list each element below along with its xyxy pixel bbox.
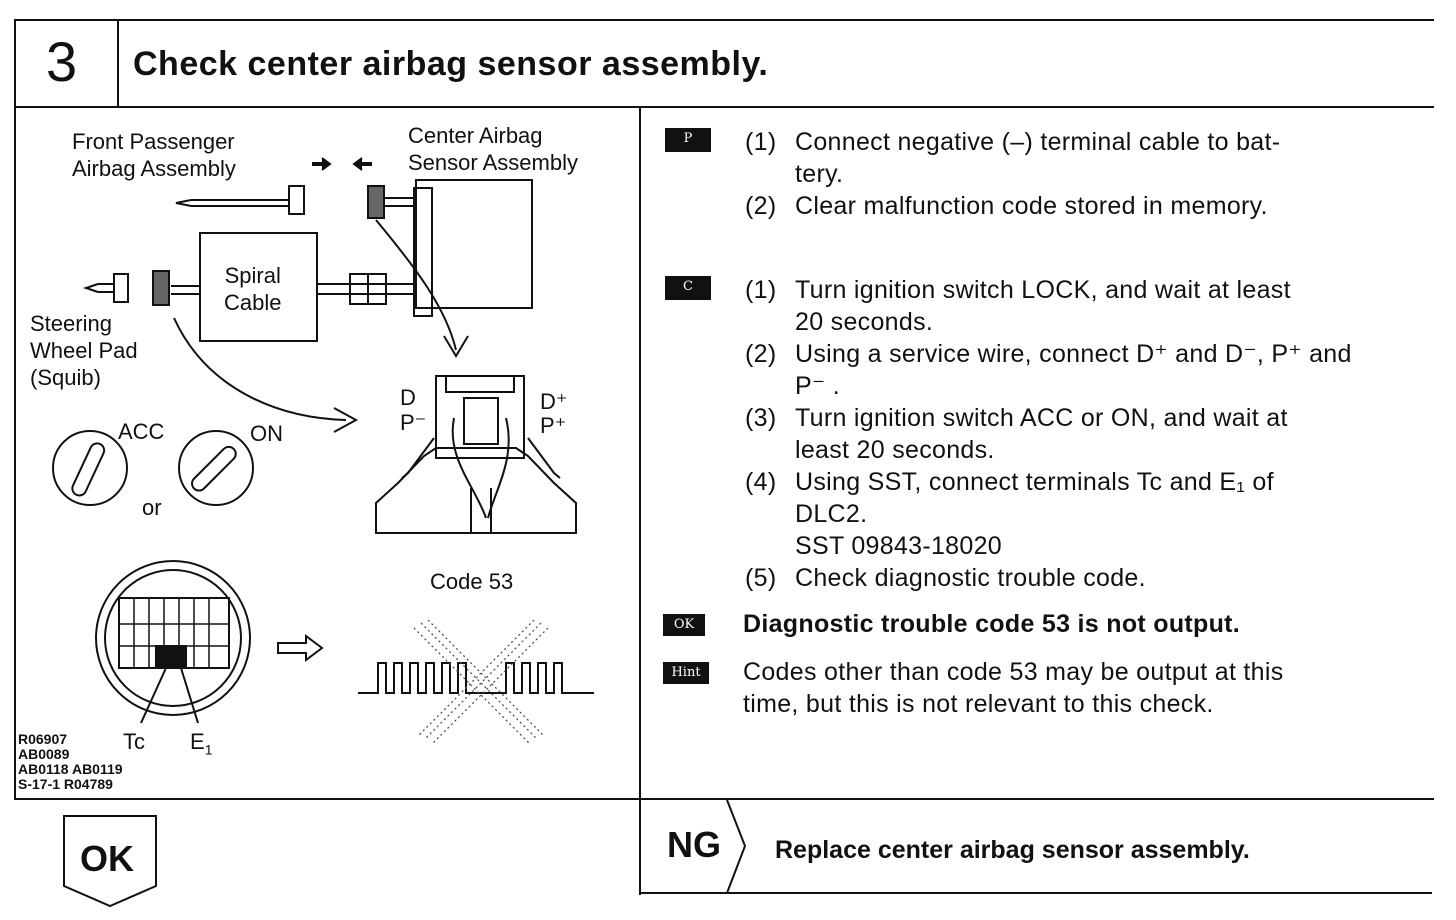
e1-label: E1 — [190, 729, 213, 758]
sensor-connector — [367, 185, 385, 219]
body-bottom-rule — [14, 798, 1434, 800]
spiral-cable-label: Spiral Cable — [224, 263, 282, 315]
tc-label: Tc — [123, 729, 145, 754]
d-label: D — [400, 385, 416, 410]
check-badge: C — [665, 276, 711, 300]
d-plus-label: D⁺ — [540, 389, 568, 414]
hint-badge: Hint — [663, 662, 709, 684]
check-steps: (1)Turn ignition switch LOCK, and wait a… — [745, 276, 1352, 592]
step-divider — [117, 19, 119, 108]
step-number: 3 — [46, 30, 78, 93]
center-sensor-label: Center Airbag Sensor Assembly — [408, 123, 578, 175]
ok-badge: OK — [663, 614, 705, 636]
top-rule — [14, 19, 1434, 21]
ok-result-label: OK — [80, 838, 134, 879]
acc-label: ACC — [118, 419, 165, 444]
front-passenger-label: Front Passenger Airbag Assembly — [72, 129, 236, 181]
center-divider — [639, 106, 641, 895]
ng-action-text: Replace center airbag sensor assembly. — [775, 836, 1250, 864]
on-switch-circle — [178, 430, 254, 506]
acc-switch-circle — [52, 430, 128, 506]
diagram-panel: Front Passenger Airbag Assembly Center A… — [16, 108, 639, 798]
instructions-panel: P (1)Connect negative (–) terminal cable… — [641, 108, 1434, 798]
ok-result-arrow: OK — [62, 814, 158, 910]
step-title: Check center airbag sensor assembly. — [133, 45, 769, 83]
code-waveform — [358, 662, 594, 694]
dlc2-outer — [95, 560, 251, 716]
passenger-connector — [288, 185, 305, 215]
left-rule — [14, 19, 16, 799]
code-53-label: Code 53 — [430, 569, 514, 594]
ok-condition-text: Diagnostic trouble code 53 is not output… — [743, 610, 1241, 638]
prep-badge: P — [665, 128, 711, 152]
ng-result: NG Replace center airbag sensor assembly… — [641, 800, 1434, 895]
hint-text: Codes other than code 53 may be output a… — [743, 658, 1284, 718]
or-label: or — [142, 495, 162, 520]
ok-arrow-shape — [63, 815, 157, 908]
steering-connector — [152, 270, 170, 306]
ng-result-label: NG — [667, 824, 721, 865]
steering-wheel-label: Steering Wheel Pad (Squib) — [30, 311, 138, 390]
airbag-diagram-svg — [52, 157, 594, 744]
header-bottom-rule — [14, 106, 1434, 108]
p-minus-label: P⁻ — [400, 410, 427, 435]
center-sensor-box — [415, 179, 533, 309]
prep-steps: (1)Connect negative (–) terminal cable t… — [745, 128, 1281, 220]
on-label: ON — [250, 421, 283, 446]
reference-codes: R06907 AB0089 AB0118 AB0119 S-17-1 R0478… — [18, 731, 123, 792]
ng-frame-shape — [641, 800, 1432, 894]
p-plus-label: P⁺ — [540, 413, 567, 438]
